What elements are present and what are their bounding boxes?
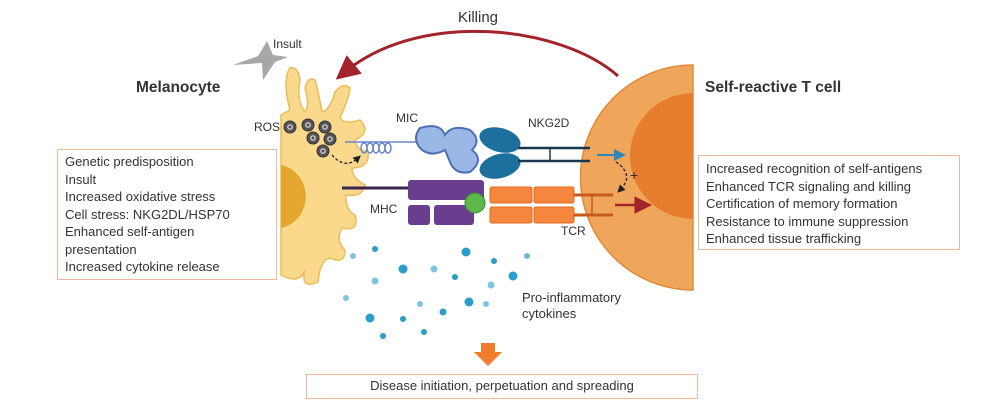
outcome-box: Disease initiation, perpetuation and spr…: [306, 374, 698, 399]
insult-label: Insult: [273, 37, 302, 51]
melanocyte-nucleus: [281, 165, 306, 228]
outcome-arrow-icon: [474, 343, 502, 366]
mhc-label: MHC: [370, 202, 398, 216]
mic-molecule: [415, 125, 479, 174]
factor-item: Increased cytokine release: [65, 259, 220, 274]
tcr-label: TCR: [561, 224, 586, 238]
killing-arrow: [335, 29, 619, 80]
factor-item: presentation: [65, 241, 137, 257]
effect-item: Enhanced tissue trafficking: [706, 231, 862, 246]
effect-item: Certification of memory formation: [706, 196, 898, 211]
plus-label: +: [630, 167, 638, 183]
cytokines-label-line2: cytokines: [522, 306, 577, 321]
factor-item: Insult: [65, 171, 97, 187]
effect-item: Increased recognition of self-antigens: [706, 161, 923, 176]
mic-label: MIC: [396, 111, 418, 125]
killing-label: Killing: [458, 9, 498, 26]
t-cell-title: Self-reactive T cell: [705, 79, 842, 96]
factor-item: Cell stress: NKG2DL/HSP70: [65, 206, 230, 222]
nkg2d-receptor: [479, 127, 521, 179]
mhc-molecule: [408, 180, 484, 225]
t-cell: [579, 64, 694, 291]
factor-item: Increased oxidative stress: [65, 189, 216, 204]
effect-item: Enhanced TCR signaling and killing: [706, 178, 911, 194]
costim-dashed-arrow: [615, 161, 628, 193]
nkg2d-label: NKG2D: [528, 116, 570, 130]
mic-coil: [360, 142, 392, 154]
effect-item: Resistance to immune suppression: [706, 213, 909, 229]
factor-item: Genetic predisposition: [65, 154, 194, 169]
ros-label: ROS: [254, 120, 280, 134]
cytokines-label-line1: Pro-inflammatory: [522, 290, 621, 305]
insult-star-icon: [233, 41, 288, 80]
cytokine-dots: [343, 246, 530, 339]
peptide-antigen: [464, 192, 486, 214]
ros-granules: [283, 118, 337, 158]
melanocyte-title: Melanocyte: [136, 79, 221, 96]
tcr-receptor: [489, 186, 575, 224]
factor-item: Enhanced self-antigen: [65, 224, 195, 239]
t-cell-nucleus: [630, 93, 693, 219]
melanocyte-factors-box: Genetic predisposition Insult Increased …: [57, 149, 277, 280]
t-cell-effects-box: Increased recognition of self-antigens E…: [698, 155, 960, 250]
outcome-text: Disease initiation, perpetuation and spr…: [370, 378, 634, 393]
ros-dashed-arrow: [331, 154, 361, 164]
